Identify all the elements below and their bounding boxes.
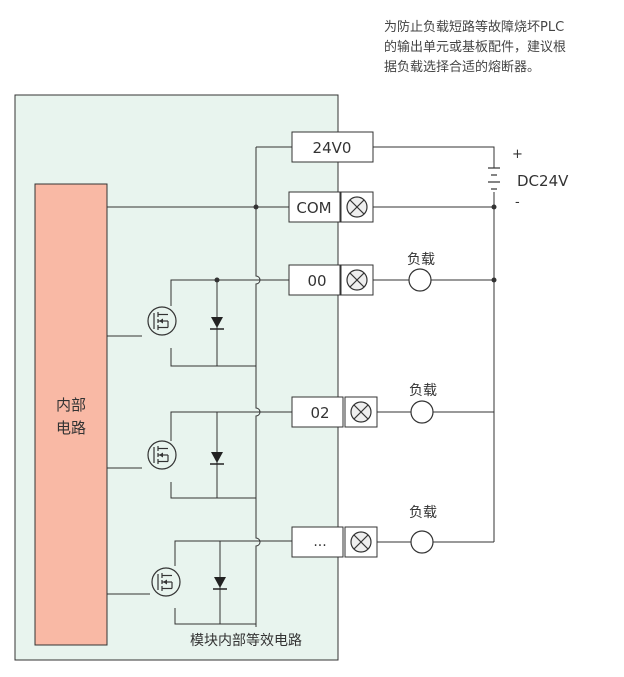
terminal-00 bbox=[288, 264, 341, 296]
battery-voltage-label: DC24V bbox=[517, 172, 569, 190]
diode-00-icon bbox=[210, 317, 224, 330]
terminal-00-label: 00 bbox=[307, 272, 326, 290]
load-more-label: 负载 bbox=[409, 505, 437, 521]
diode-more-icon bbox=[213, 577, 227, 590]
terminal-02-screw-icon bbox=[344, 396, 378, 428]
load-00-label: 负载 bbox=[407, 252, 435, 268]
terminal-24v0 bbox=[291, 131, 374, 163]
internal-circuit-label-1: 内部 bbox=[56, 396, 86, 414]
load-more-icon bbox=[410, 530, 434, 554]
terminal-24v0-label: 24V0 bbox=[313, 139, 352, 157]
terminal-com bbox=[288, 191, 341, 223]
load-00-icon bbox=[408, 268, 432, 292]
module-caption: 模块内部等效电路 bbox=[190, 632, 302, 649]
wires bbox=[107, 146, 495, 627]
terminal-more-screw-icon bbox=[344, 526, 378, 558]
load-02-label: 负载 bbox=[409, 383, 437, 399]
battery-minus-label: - bbox=[515, 195, 520, 210]
terminal-02-label: 02 bbox=[310, 404, 329, 422]
terminal-more bbox=[291, 526, 344, 558]
diode-02-icon bbox=[210, 452, 224, 465]
terminal-more-label: ... bbox=[313, 534, 326, 550]
load-02-icon bbox=[410, 400, 434, 424]
battery-plus-label: + bbox=[512, 147, 523, 162]
internal-circuit-block bbox=[34, 183, 108, 646]
battery-icon bbox=[488, 167, 500, 190]
fuse-warning-note: 为防止负载短路等故障烧坏PLC 的输出单元或基板配件，建议根 据负载选择合适的熔… bbox=[384, 20, 567, 75]
terminal-00-screw-icon bbox=[340, 264, 374, 296]
junction-dots bbox=[214, 204, 497, 283]
terminal-com-screw-icon bbox=[340, 191, 374, 223]
internal-circuit-label-2: 电路 bbox=[56, 419, 86, 437]
terminal-com-label: COM bbox=[296, 199, 331, 217]
terminal-02 bbox=[291, 396, 344, 428]
